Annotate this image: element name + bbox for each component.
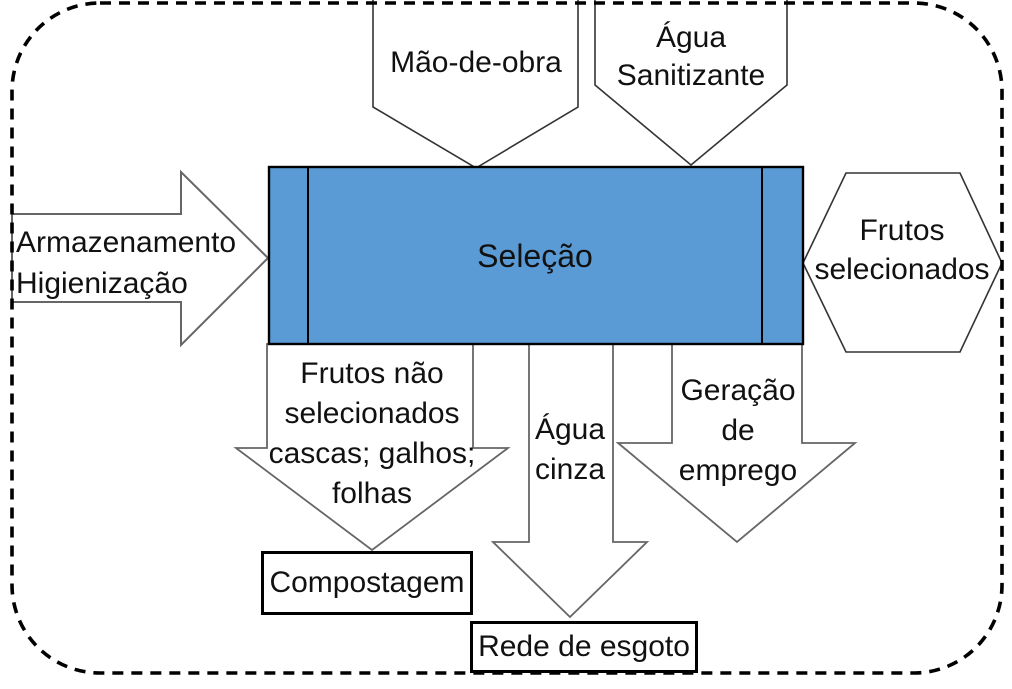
rede-de-esgoto-label: Rede de esgoto — [478, 630, 690, 663]
compostagem-box: Compostagem — [261, 551, 473, 615]
compostagem-label: Compostagem — [269, 566, 465, 599]
input-arrow-agua-sanitizante — [594, 0, 788, 167]
process-box-selecao — [267, 165, 805, 346]
output-arrow-frutos-nao-selecionados — [233, 343, 511, 552]
input-arrow-mao-de-obra — [372, 0, 579, 169]
output-arrow-agua-cinza — [490, 343, 650, 619]
output-hexagon-frutos-selecionados — [802, 172, 1003, 353]
rede-de-esgoto-box: Rede de esgoto — [470, 621, 698, 673]
input-arrow-armazenamento — [11, 169, 270, 348]
dashed-boundary — [10, 1, 1004, 675]
output-arrow-geracao-emprego — [615, 343, 858, 544]
